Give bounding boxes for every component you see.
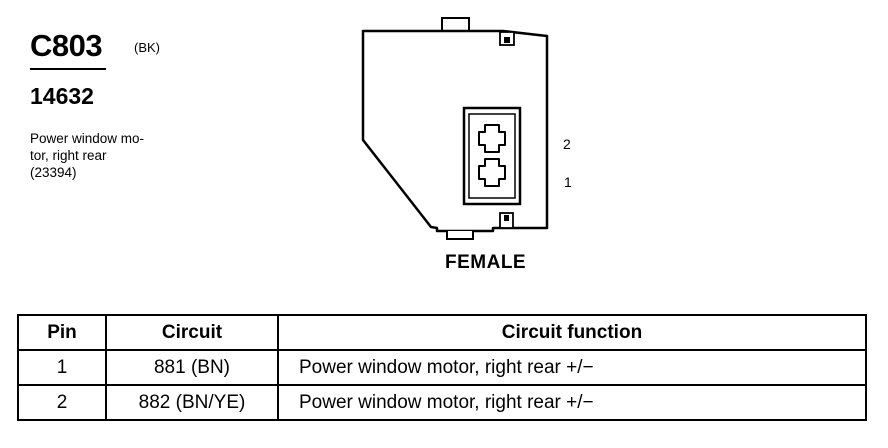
bottom-keyway-lug: [504, 215, 509, 221]
cavity-label-2: 2: [563, 136, 571, 152]
description-line: tor, right rear: [30, 148, 107, 163]
connector-id: C803: [30, 28, 103, 63]
table-header-row: Pin Circuit Circuit function: [17, 314, 867, 351]
cell-function: Power window motor, right rear +/−: [277, 384, 867, 421]
column-header-pin: Pin: [17, 314, 107, 351]
cell-pin: 1: [17, 349, 107, 386]
pin-cavity-1: [478, 158, 506, 187]
cavity-housing: [462, 106, 522, 206]
top-latch-tab: [441, 17, 470, 31]
top-keyway-lug: [504, 37, 510, 43]
bottom-latch-tab: [446, 231, 474, 240]
table-row: 2 882 (BN/YE) Power window motor, right …: [17, 384, 867, 421]
pinout-table: Pin Circuit Circuit function 1 881 (BN) …: [17, 314, 867, 421]
cell-function: Power window motor, right rear +/−: [277, 349, 867, 386]
pin-cavity-2: [478, 124, 506, 153]
connector-gender: FEMALE: [445, 252, 527, 273]
description-line: Power window mo-: [30, 131, 145, 146]
column-header-circuit: Circuit: [105, 314, 279, 351]
cavity-housing-inner: [468, 113, 516, 199]
cell-circuit: 882 (BN/YE): [105, 384, 279, 421]
part-number: 14632: [30, 83, 94, 109]
cell-pin: 2: [17, 384, 107, 421]
connector-face-diagram: [361, 17, 549, 240]
table-row: 1 881 (BN) Power window motor, right rea…: [17, 349, 867, 386]
description-line: (23394): [30, 165, 77, 180]
column-header-function: Circuit function: [277, 314, 867, 351]
connector-description: Power window mo- tor, right rear (23394): [30, 130, 180, 181]
cavity-label-1: 1: [564, 174, 572, 190]
connector-color: (BK): [134, 40, 160, 55]
header-divider: [30, 68, 106, 70]
cell-circuit: 881 (BN): [105, 349, 279, 386]
